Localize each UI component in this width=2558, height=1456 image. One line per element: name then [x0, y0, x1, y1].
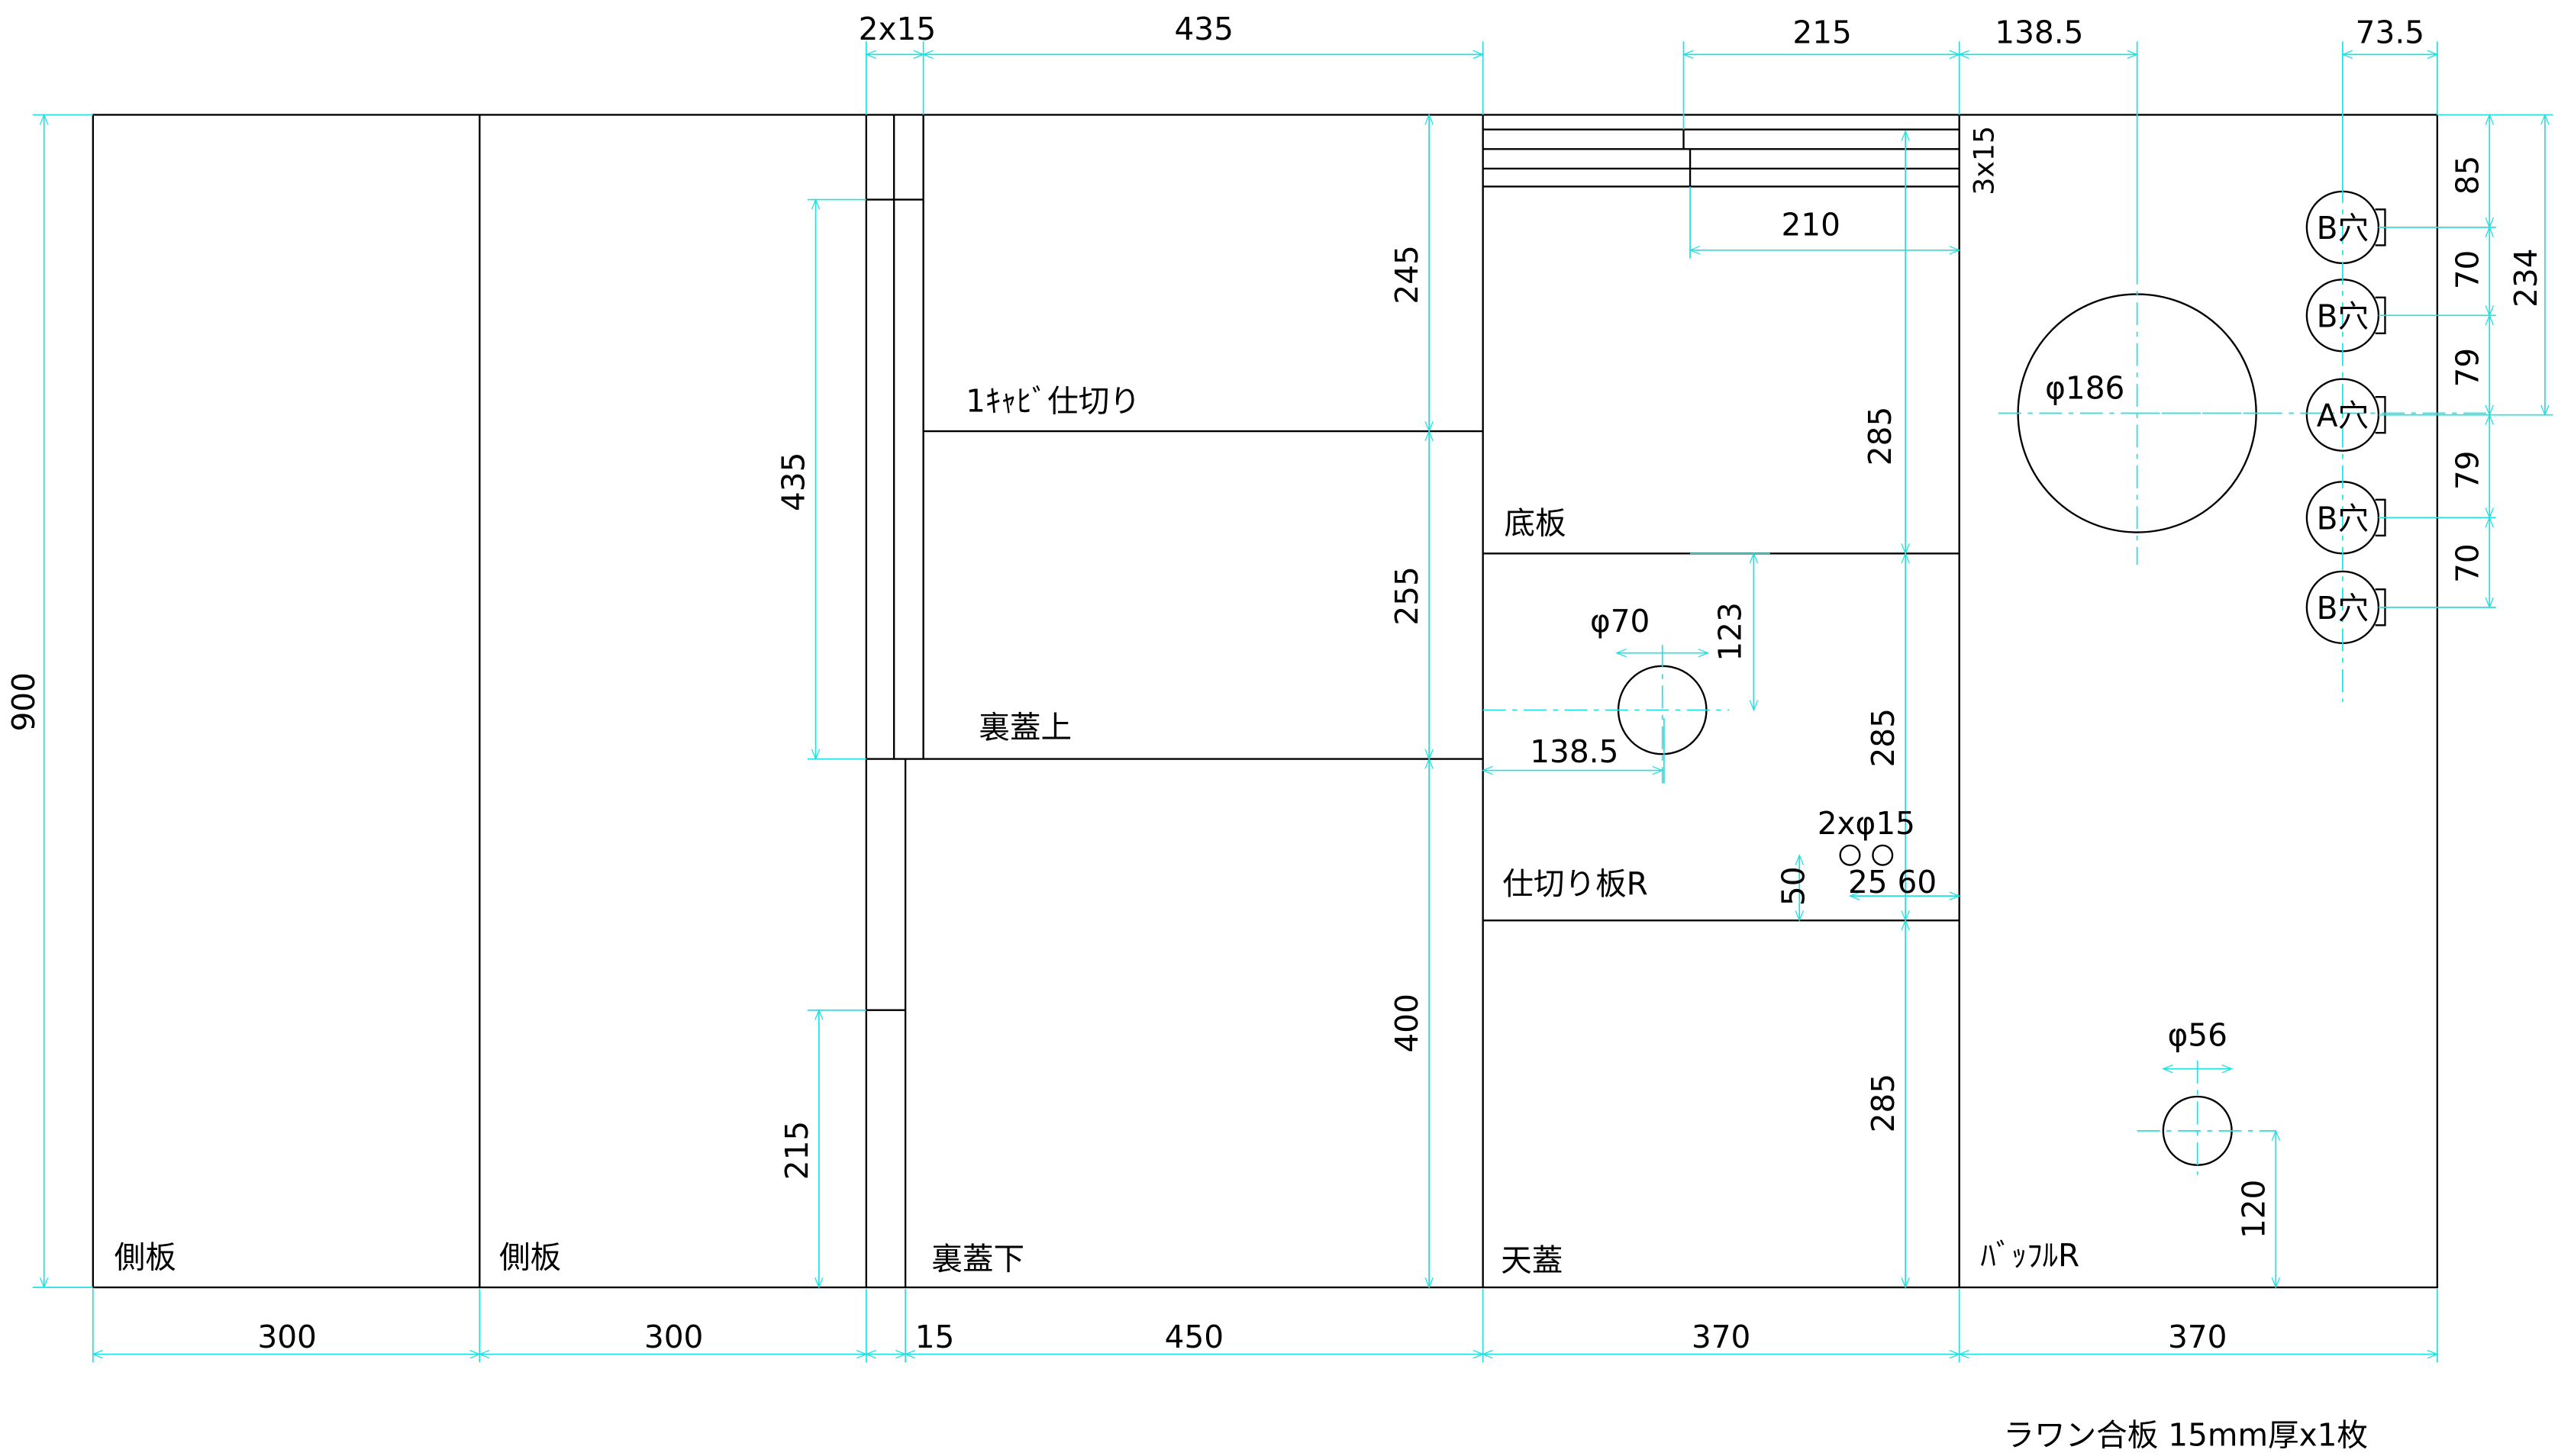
dim: 85: [2449, 156, 2485, 195]
dim: 70: [2449, 543, 2485, 583]
part-labels: 側板 側板 裏蓋下 裏蓋上 1ｷｬﾋﾞ仕切り 天蓋 底板 仕切り板R ﾊﾞｯﾌﾙ…: [115, 210, 2369, 1279]
dim: 215: [779, 1121, 815, 1180]
label-top: 天蓋: [1501, 1242, 1563, 1279]
hole-label: B穴: [2317, 590, 2369, 627]
dim: 245: [1389, 245, 1425, 304]
dim: 435: [776, 453, 812, 511]
dim: 25 60: [1848, 864, 1937, 900]
dim: 300: [257, 1319, 316, 1355]
hole-label: B穴: [2317, 500, 2369, 536]
dim: 234: [2508, 248, 2544, 307]
dimension-lines: [32, 41, 2553, 1363]
dim: 73.5: [2356, 14, 2424, 50]
label-bottom: 底板: [1504, 505, 1566, 542]
dim: 79: [2449, 451, 2485, 491]
panel-outlines: [92, 114, 2439, 1289]
dim: 138.5: [1530, 733, 1618, 770]
dim: 79: [2449, 348, 2485, 388]
dim: 370: [2168, 1319, 2227, 1355]
dim: 50: [1776, 866, 1812, 906]
dim: 285: [1865, 1074, 1902, 1132]
label-back-lower: 裏蓋下: [931, 1241, 1024, 1277]
dim: 285: [1862, 407, 1898, 465]
dim: φ186: [2045, 369, 2124, 406]
dimension-texts: 2x15 435 215 138.5 73.5 300 300 15 450 3…: [5, 11, 2544, 1355]
dim: 70: [2449, 250, 2485, 290]
hole-label: A穴: [2317, 398, 2369, 434]
dim: 255: [1389, 566, 1425, 625]
label-divider-r: 仕切り板R: [1502, 865, 1648, 902]
dim: 285: [1865, 708, 1902, 767]
label-side-2: 側板: [499, 1239, 561, 1275]
dim: 3x15: [1968, 126, 2001, 195]
label-baffle-r: ﾊﾞｯﾌﾙR: [1980, 1237, 2079, 1274]
material-note: ラワン合板 15mm厚x1枚: [2003, 1416, 2368, 1453]
dim: 210: [1781, 207, 1840, 243]
label-back-upper: 裏蓋上: [979, 709, 1072, 746]
label-side-1: 側板: [115, 1239, 176, 1275]
dim: 15: [915, 1319, 955, 1355]
hole-label: B穴: [2317, 298, 2369, 334]
dim: 215: [1792, 14, 1851, 50]
dim: 300: [644, 1319, 703, 1355]
dim: φ56: [2167, 1017, 2227, 1054]
label-cab-divider: 1ｷｬﾋﾞ仕切り: [966, 382, 1140, 419]
dim: 2xφ15: [1818, 805, 1915, 842]
hole-label: B穴: [2317, 210, 2369, 246]
dim: φ70: [1590, 603, 1650, 639]
dim: 370: [1692, 1319, 1750, 1355]
dim: 2x15: [859, 11, 937, 47]
dim: 900: [5, 672, 42, 731]
dim: 450: [1165, 1319, 1224, 1355]
dim: 138.5: [1995, 14, 2083, 50]
dim: 120: [2235, 1180, 2272, 1239]
dim: 400: [1389, 994, 1425, 1052]
dim: 123: [1711, 602, 1748, 661]
dim: 435: [1174, 11, 1233, 47]
